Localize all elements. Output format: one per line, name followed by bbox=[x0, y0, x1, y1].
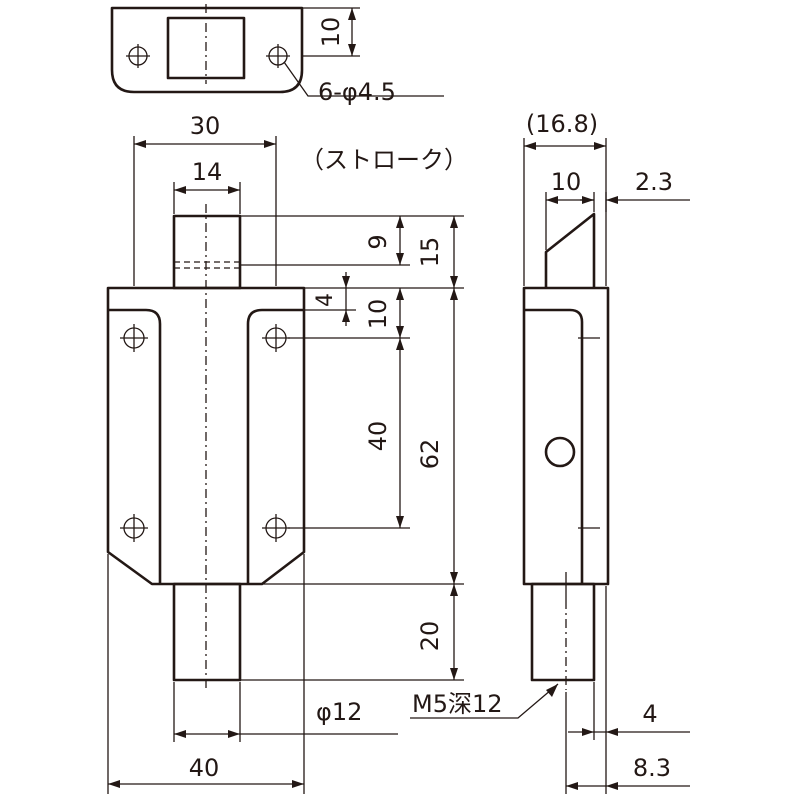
arrowhead bbox=[174, 730, 186, 738]
strike-plate-outline bbox=[110, 6, 304, 94]
arrowhead bbox=[396, 338, 404, 350]
dim-tip-10: 10 bbox=[551, 168, 582, 196]
plunger-nose bbox=[172, 214, 242, 290]
dim-thread-callout: M5深12 bbox=[412, 690, 503, 718]
side-shaft bbox=[530, 582, 596, 682]
plunger-shaft bbox=[172, 582, 242, 682]
arrowhead bbox=[396, 516, 404, 528]
side-inner-step bbox=[524, 308, 584, 584]
dim-shaft-20: 20 bbox=[416, 621, 444, 652]
dim-width-30: 30 bbox=[190, 112, 221, 140]
arrowhead bbox=[606, 728, 618, 736]
dim-stroke-9: 9 bbox=[364, 234, 392, 249]
arrowhead bbox=[546, 684, 558, 697]
arrowhead bbox=[594, 142, 606, 150]
dim-width-14: 14 bbox=[192, 158, 223, 186]
arrowhead bbox=[566, 782, 578, 790]
arrowhead bbox=[342, 276, 350, 288]
arrowhead bbox=[348, 8, 356, 20]
arrowhead bbox=[174, 186, 186, 194]
arrowhead bbox=[134, 140, 146, 148]
dim-base-width-40: 40 bbox=[189, 754, 220, 782]
dim-side-4: 4 bbox=[642, 700, 657, 728]
leader-line bbox=[410, 683, 559, 719]
arrowhead bbox=[396, 288, 404, 300]
arrowhead bbox=[450, 276, 458, 288]
latch-bevel-tip bbox=[544, 212, 596, 288]
stroke-label: （ストローク） bbox=[300, 146, 468, 174]
arrowhead bbox=[546, 196, 558, 204]
side-view: (16.8) 10 2.3 M5深12 4 8.3 bbox=[410, 110, 690, 794]
dim-hole-pitch-40: 40 bbox=[364, 421, 392, 452]
arrowhead bbox=[396, 253, 404, 265]
dim-hole-callout: 6-φ4.5 bbox=[318, 78, 396, 106]
arrowhead bbox=[606, 782, 618, 790]
strike-plate: 10 6-φ4.5 bbox=[110, 4, 444, 106]
arrowhead bbox=[228, 730, 240, 738]
right-mounting-flange bbox=[246, 308, 304, 584]
front-view: 30 （ストローク） 14 9 15 4 bbox=[106, 112, 468, 794]
arrowhead bbox=[524, 142, 536, 150]
front-mounting-holes bbox=[120, 324, 290, 542]
arrowhead bbox=[450, 288, 458, 300]
arrowhead bbox=[606, 196, 618, 204]
arrowhead bbox=[396, 216, 404, 228]
side-body-outline bbox=[522, 286, 610, 586]
arrowhead bbox=[450, 668, 458, 680]
arrowhead bbox=[450, 584, 458, 596]
arrowhead bbox=[396, 326, 404, 338]
dim-hole-offset-10: 10 bbox=[364, 299, 392, 330]
dim-side-width-ref: (16.8) bbox=[526, 110, 598, 138]
arrowhead bbox=[342, 310, 350, 322]
set-screw-hole-icon bbox=[544, 436, 576, 468]
arrowhead bbox=[264, 140, 276, 148]
arrowhead bbox=[450, 216, 458, 228]
dim-gap-4: 4 bbox=[313, 293, 338, 307]
arrowhead bbox=[108, 780, 120, 788]
dim-side-8-3: 8.3 bbox=[633, 754, 671, 782]
dim-tip-2-3: 2.3 bbox=[635, 168, 673, 196]
arrowhead bbox=[348, 44, 356, 56]
left-mounting-flange bbox=[108, 308, 162, 584]
arrowhead bbox=[292, 780, 304, 788]
leader-line bbox=[283, 61, 444, 97]
dim-body-62: 62 bbox=[416, 439, 444, 470]
dim-plate-height: 10 bbox=[317, 17, 345, 48]
dim-nose-15: 15 bbox=[416, 237, 444, 268]
arrowhead bbox=[582, 728, 594, 736]
arrowhead bbox=[228, 186, 240, 194]
arrowhead bbox=[450, 572, 458, 584]
dim-shaft-diameter: φ12 bbox=[316, 698, 362, 726]
